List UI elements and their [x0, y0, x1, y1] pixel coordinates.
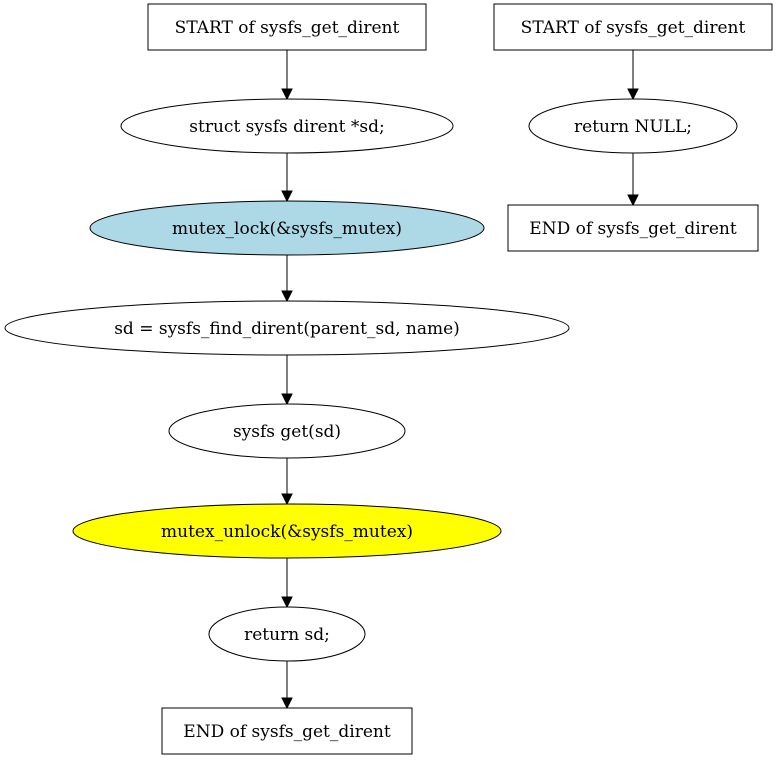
node-box	[493, 3, 773, 51]
node-label: START of sysfs_get_dirent	[521, 18, 746, 38]
node-l3: sd = sysfs_find_dirent(parent_sd, name)	[4, 300, 570, 356]
edge-l1-l2	[281, 153, 293, 203]
edge-l3-l4	[281, 355, 293, 406]
edge-l6-l7	[281, 661, 293, 710]
node-label: END of sysfs_get_dirent	[529, 219, 737, 239]
node-label: START of sysfs_get_dirent	[175, 18, 400, 38]
node-label: sd = sysfs_find_dirent(parent_sd, name)	[114, 319, 460, 339]
edge-r0-r1	[627, 50, 639, 101]
node-label: END of sysfs_get_dirent	[183, 722, 391, 742]
node-l4: sysfs get(sd)	[168, 403, 406, 459]
node-ellipse	[528, 98, 738, 154]
node-ellipse	[120, 98, 454, 154]
arrowhead	[281, 697, 293, 710]
node-label: mutex_lock(&sysfs_mutex)	[172, 219, 402, 239]
node-ellipse	[208, 606, 366, 662]
node-l5: mutex_unlock(&sysfs_mutex)	[72, 503, 502, 559]
node-box	[161, 707, 413, 755]
node-ellipse	[72, 503, 502, 559]
node-l1: struct sysfs dirent *sd;	[120, 98, 454, 154]
node-box	[147, 3, 427, 51]
node-l2: mutex_lock(&sysfs_mutex)	[89, 200, 485, 256]
node-label: return NULL;	[574, 117, 692, 137]
node-label: struct sysfs dirent *sd;	[189, 117, 384, 137]
node-l7: END of sysfs_get_dirent	[161, 707, 413, 755]
node-r0: START of sysfs_get_dirent	[493, 3, 773, 51]
edge-r1-r2	[627, 153, 639, 207]
node-label: sysfs get(sd)	[233, 422, 341, 442]
edge-l5-l6	[281, 558, 293, 609]
arrowhead	[281, 596, 293, 609]
edge-l4-l5	[281, 458, 293, 506]
arrowhead	[281, 88, 293, 101]
node-label: mutex_unlock(&sysfs_mutex)	[161, 522, 413, 542]
edge-l2-l3	[281, 255, 293, 303]
edge-l0-l1	[281, 50, 293, 101]
node-label: return sd;	[244, 625, 330, 645]
arrowhead	[281, 290, 293, 303]
node-ellipse	[4, 300, 570, 356]
node-ellipse	[89, 200, 485, 256]
arrowhead	[627, 194, 639, 207]
node-l0: START of sysfs_get_dirent	[147, 3, 427, 51]
arrowhead	[281, 493, 293, 506]
node-ellipse	[168, 403, 406, 459]
arrowhead	[281, 393, 293, 406]
node-r2: END of sysfs_get_dirent	[507, 204, 759, 252]
node-box	[507, 204, 759, 252]
arrowhead	[627, 88, 639, 101]
edges-layer	[281, 50, 639, 710]
arrowhead	[281, 190, 293, 203]
node-r1: return NULL;	[528, 98, 738, 154]
node-l6: return sd;	[208, 606, 366, 662]
